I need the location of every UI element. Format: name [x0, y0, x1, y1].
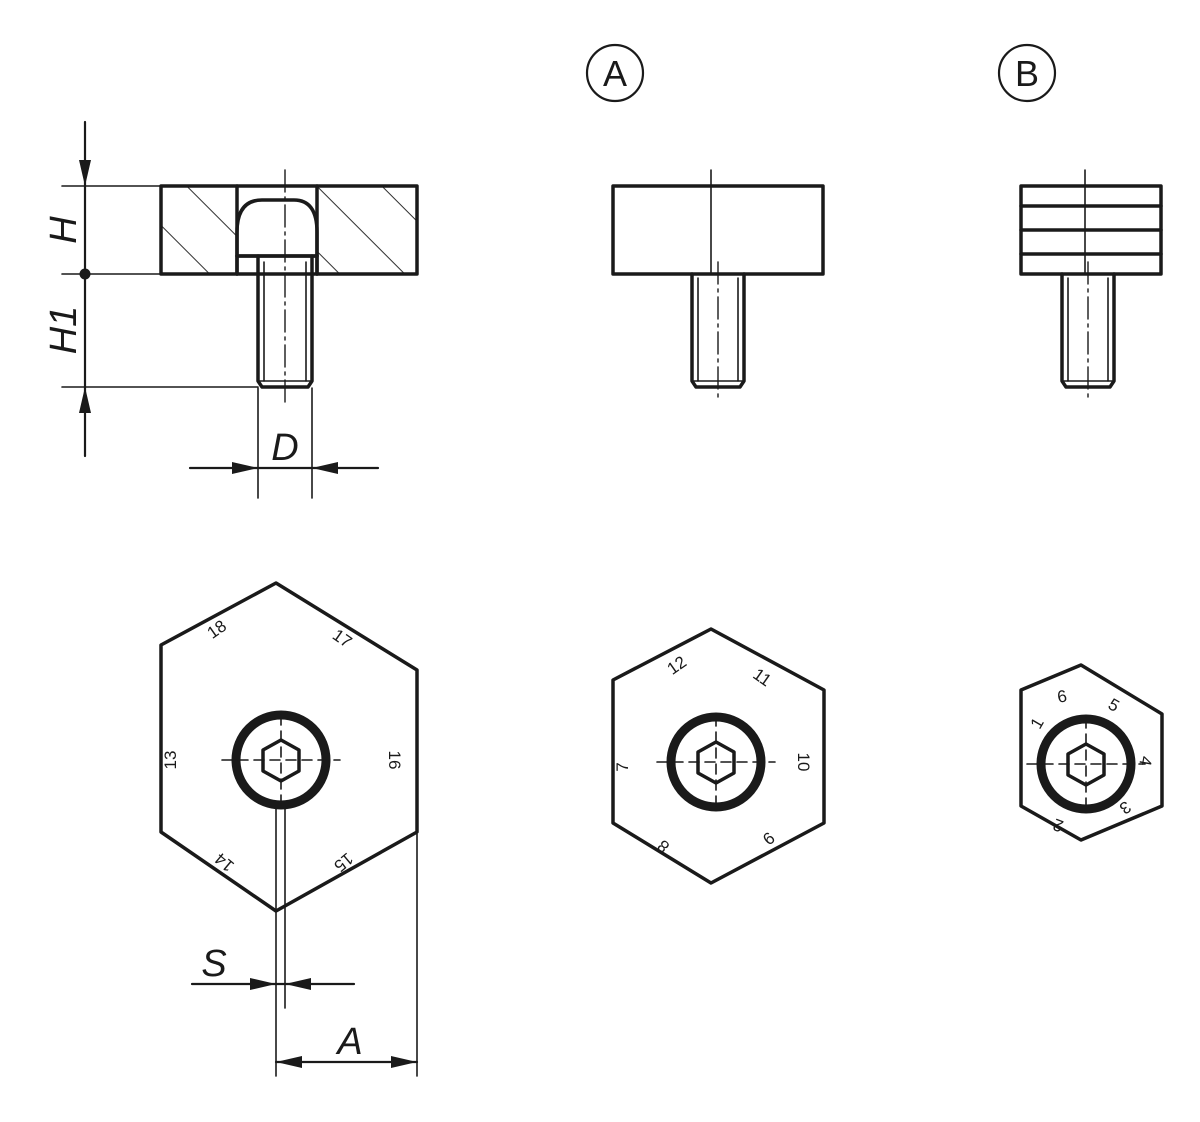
medium-pos-12: 12: [664, 652, 690, 678]
dim-label-a: A: [335, 1021, 362, 1063]
small-pos-4: 4: [1135, 755, 1155, 768]
dim-label-s: S: [201, 943, 226, 985]
s-arrow-left: [250, 978, 276, 990]
medium-hex-outline: [611, 627, 826, 885]
dim-dot: [79, 268, 91, 280]
a-arrow-left: [276, 1056, 302, 1068]
dim-label-d: D: [271, 427, 298, 469]
dim-label-h1: H1: [43, 306, 85, 355]
d-arrow-right: [312, 462, 338, 474]
section-hatch-right: [317, 186, 417, 274]
variant-b-side-view: B: [997, 43, 1163, 403]
large-pos-15: 15: [330, 849, 357, 876]
small-pos-5: 5: [1105, 695, 1123, 716]
h1-arrow-bottom: [79, 387, 91, 413]
medium-pos-11: 11: [749, 665, 774, 691]
dim-label-h: H: [43, 216, 85, 244]
large-pos-16: 16: [385, 751, 404, 770]
knob-body-section: [159, 184, 419, 276]
medium-hex-top-view: 12 11 7 10 8 9: [611, 627, 826, 885]
large-pos-14: 14: [211, 849, 238, 876]
d-arrow-left: [232, 462, 258, 474]
small-hex-top-view: 6 5 1 4 2 3: [1019, 663, 1164, 842]
medium-pos-10: 10: [794, 753, 813, 772]
large-hex-outline: [159, 581, 419, 913]
section-view: H H1 D: [43, 120, 419, 499]
medium-pos-7: 7: [613, 762, 632, 771]
variant-a-side-view: A: [585, 43, 825, 403]
variant-a-label: A: [603, 53, 627, 94]
small-pos-1: 1: [1027, 714, 1048, 732]
a-arrow-right: [391, 1056, 417, 1068]
medium-pos-8: 8: [654, 836, 673, 857]
variant-b-label: B: [1015, 53, 1039, 94]
small-pos-6: 6: [1056, 686, 1069, 706]
screw-head: [235, 198, 319, 258]
variant-a-circle: [585, 43, 645, 103]
s-arrow-right: [285, 978, 311, 990]
section-hatch-left: [161, 186, 237, 274]
variant-a-body: [611, 184, 825, 276]
small-hex-outline: [1019, 663, 1164, 842]
medium-pos-9: 9: [759, 828, 778, 849]
variant-b-circle: [997, 43, 1057, 103]
h-arrow-top: [79, 160, 91, 186]
large-hex-top-view: 18 17 13 16 14 15 S A: [159, 581, 419, 1077]
large-pos-13: 13: [161, 751, 180, 770]
